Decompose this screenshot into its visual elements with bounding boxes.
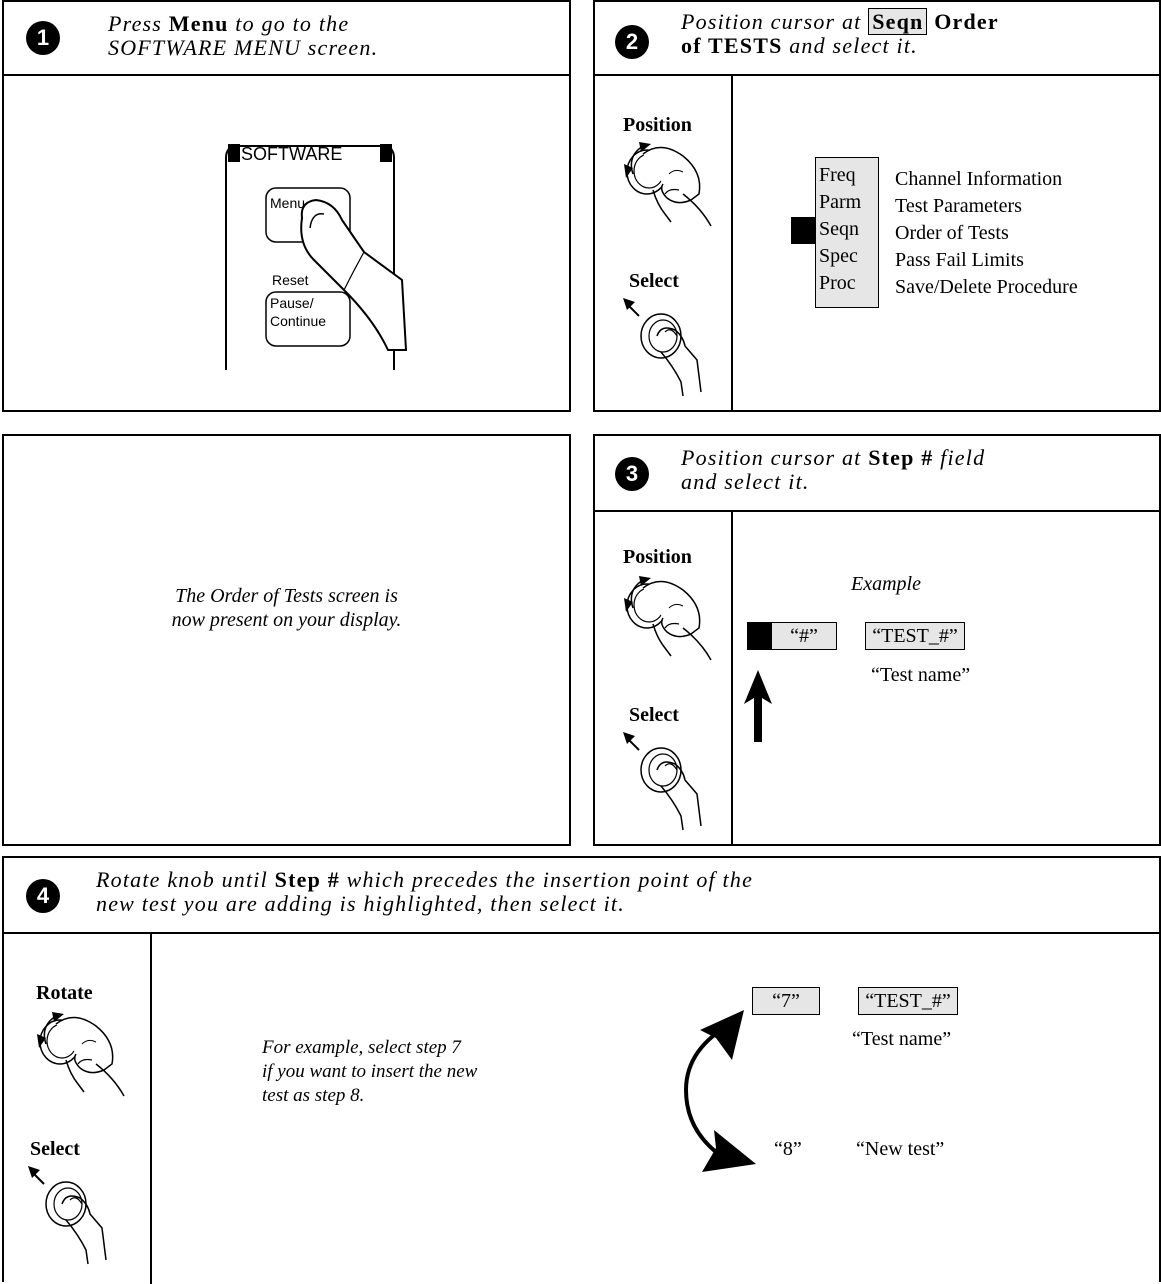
step-2-instruction: Position cursor at Seqn Order of TESTS a…	[681, 10, 999, 58]
step-4-header: 4 Rotate knob until Step # which precede…	[4, 858, 1159, 934]
step-4-text-line2: new test you are adding is highlighted, …	[96, 891, 625, 916]
note-line2: now present on your display.	[172, 609, 402, 631]
example-line1: For example, select step 7	[262, 1037, 461, 1058]
step-4-panel: 4 Rotate knob until Step # which precede…	[2, 856, 1161, 1282]
step-3-text-post: field	[933, 445, 985, 470]
step-4-text-post: which precedes the insertion point of th…	[340, 867, 753, 892]
menu-desc-freq: Channel Information	[895, 166, 1078, 193]
menu-desc-proc: Save/Delete Procedure	[895, 274, 1078, 301]
step-4-divider	[150, 934, 152, 1284]
step-2-header: 2 Position cursor at Seqn Order of TESTS…	[595, 2, 1159, 76]
example-label: Example	[851, 572, 921, 596]
pause-key-line1: Pause/	[270, 295, 314, 311]
menu-codes: Freq Parm Seqn Spec Proc	[819, 162, 861, 297]
rotate-knob-icon[interactable]	[26, 1004, 136, 1104]
test-name-caption: “Test name”	[871, 664, 970, 687]
menu-cursor	[791, 217, 815, 244]
position-knob-icon[interactable]	[613, 568, 723, 668]
step-1-text-bold: Menu	[169, 11, 229, 36]
step-2-divider	[731, 76, 733, 412]
step-1-text-pre: Press	[108, 11, 169, 36]
position-knob-icon[interactable]	[613, 134, 723, 234]
menu-item-parm[interactable]: Parm	[819, 189, 861, 216]
menu-item-proc[interactable]: Proc	[819, 270, 861, 297]
step-3-header: 3 Position cursor at Step # field and se…	[595, 436, 1159, 512]
step-2-number-badge: 2	[615, 25, 649, 59]
test-name-field[interactable]: “TEST_#”	[865, 622, 965, 650]
step-3-text-pre: Position cursor at	[681, 445, 868, 470]
pause-continue-key[interactable]: Pause/ Continue	[270, 294, 326, 330]
example-line3: test as step 8.	[262, 1085, 364, 1106]
step-1-header: 1 Press Menu to go to the SOFTWARE MENU …	[4, 2, 569, 76]
note-panel: The Order of Tests screen is now present…	[2, 434, 571, 846]
select-knob-icon[interactable]	[26, 1160, 116, 1270]
select-label: Select	[30, 1138, 80, 1161]
menu-desc-spec: Pass Fail Limits	[895, 247, 1078, 274]
step-1-text-line2: SOFTWARE MENU screen.	[108, 35, 378, 60]
pause-key-line2: Continue	[270, 313, 326, 329]
menu-item-spec[interactable]: Spec	[819, 243, 861, 270]
step-3-text-line2: and select it.	[681, 469, 810, 494]
software-label: SOFTWARE	[241, 144, 342, 165]
step-number-field[interactable]: “#”	[771, 622, 837, 650]
step-4-text-pre: Rotate knob until	[96, 867, 275, 892]
position-label: Position	[623, 546, 692, 569]
menu-desc-seqn: Order of Tests	[895, 220, 1078, 247]
select-label: Select	[629, 704, 679, 727]
step-2-text-post: and select it.	[783, 33, 918, 58]
software-keypad-illustration	[214, 140, 414, 370]
step-1-text-post: to go to the	[229, 11, 350, 36]
step-3-divider	[731, 512, 733, 846]
menu-item-freq[interactable]: Freq	[819, 162, 861, 189]
reset-label: Reset	[272, 272, 309, 288]
step-4-example-text: For example, select step 7 if you want t…	[262, 1036, 477, 1108]
step-1-instruction: Press Menu to go to the SOFTWARE MENU sc…	[108, 12, 378, 60]
step-3-panel: 3 Position cursor at Step # field and se…	[593, 434, 1161, 846]
menu-item-seqn[interactable]: Seqn	[819, 216, 861, 243]
select-knob-icon[interactable]	[621, 292, 711, 402]
curved-double-arrow-icon	[672, 1008, 772, 1178]
new-test-label: “New test”	[856, 1138, 944, 1161]
step-4-text-bold: Step #	[275, 867, 340, 892]
step-2-text-pre: Position cursor at	[681, 9, 868, 34]
test-name-caption: “Test name”	[852, 1028, 951, 1051]
step-field-cursor	[747, 622, 771, 650]
menu-key[interactable]: Menu	[270, 195, 305, 211]
note-text: The Order of Tests screen is now present…	[4, 584, 569, 632]
step-2-text-order: Order	[934, 9, 999, 34]
up-arrow-icon	[743, 668, 773, 744]
step-4-instruction: Rotate knob until Step # which precedes …	[96, 868, 753, 916]
menu-descriptions: Channel Information Test Parameters Orde…	[895, 166, 1078, 301]
test-name-field[interactable]: “TEST_#”	[858, 987, 958, 1015]
step-4-number-badge: 4	[26, 879, 60, 913]
rotate-label: Rotate	[36, 982, 93, 1005]
step-3-instruction: Position cursor at Step # field and sele…	[681, 446, 985, 494]
step-2-panel: 2 Position cursor at Seqn Order of TESTS…	[593, 0, 1161, 412]
step-3-number-badge: 3	[615, 457, 649, 491]
example-line2: if you want to insert the new	[262, 1061, 477, 1082]
step-3-text-bold: Step #	[868, 445, 933, 470]
step-2-text-seqn: Seqn	[868, 8, 927, 35]
note-line1: The Order of Tests screen is	[175, 585, 398, 607]
menu-desc-parm: Test Parameters	[895, 193, 1078, 220]
select-knob-icon[interactable]	[621, 726, 711, 836]
step-1-number-badge: 1	[26, 21, 60, 55]
step-8-label: “8”	[774, 1138, 802, 1161]
step-2-text-of-tests: of TESTS	[681, 33, 783, 58]
step-1-panel: 1 Press Menu to go to the SOFTWARE MENU …	[2, 0, 571, 412]
select-label: Select	[629, 270, 679, 293]
